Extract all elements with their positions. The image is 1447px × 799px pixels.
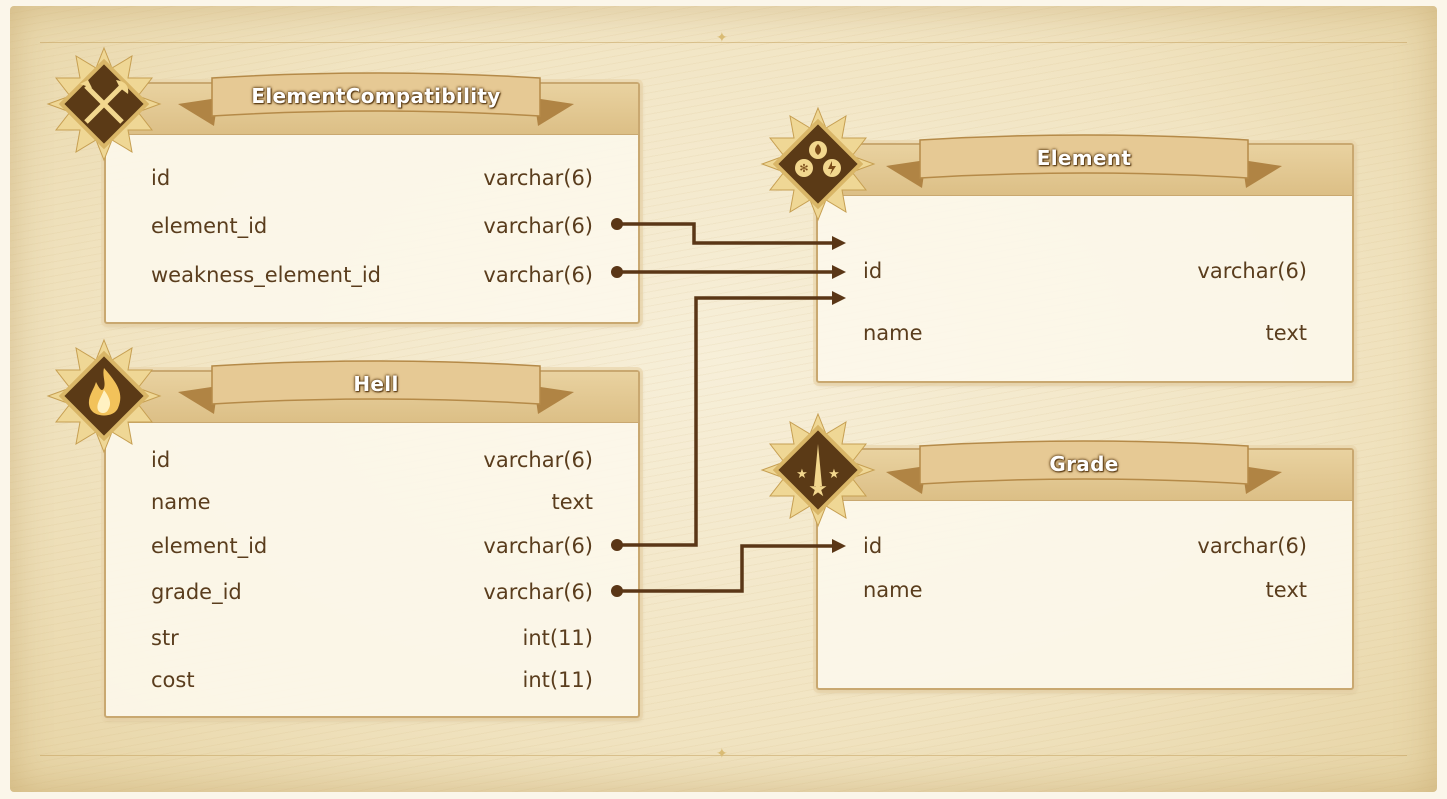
ribbon-element-compatibility: ElementCompatibility bbox=[178, 72, 574, 126]
field-row-element-id[interactable]: element_id varchar(6) bbox=[106, 530, 638, 560]
field-row-grade-id[interactable]: grade_id varchar(6) bbox=[106, 576, 638, 606]
field-type: int(11) bbox=[522, 626, 594, 650]
ribbon-shape bbox=[886, 440, 1282, 494]
field-row-weakness-element-id[interactable]: weakness_element_id varchar(6) bbox=[106, 259, 638, 289]
field-type: varchar(6) bbox=[1197, 534, 1307, 558]
table-title: Hell bbox=[353, 372, 399, 396]
field-row-element-id[interactable]: element_id varchar(6) bbox=[106, 210, 638, 240]
field-name: name bbox=[863, 578, 923, 602]
field-name: id bbox=[151, 448, 171, 472]
field-name: id bbox=[863, 259, 883, 283]
ribbon-grade: Grade bbox=[886, 440, 1282, 494]
svg-text:★: ★ bbox=[828, 467, 840, 482]
field-name: name bbox=[863, 321, 923, 345]
field-row-cost[interactable]: cost int(11) bbox=[106, 664, 638, 694]
field-name: cost bbox=[151, 668, 195, 692]
svg-text:✻: ✻ bbox=[799, 162, 808, 175]
ribbon-hell: Hell bbox=[178, 360, 574, 414]
table-title: Grade bbox=[1049, 452, 1119, 476]
ribbon-element: Element bbox=[886, 134, 1282, 188]
table-title: ElementCompatibility bbox=[251, 84, 501, 108]
table-title: Element bbox=[1036, 146, 1132, 170]
table-hell[interactable]: id varchar(6) name text element_id varch… bbox=[104, 370, 640, 718]
field-type: int(11) bbox=[522, 668, 594, 692]
svg-text:★: ★ bbox=[808, 477, 828, 502]
field-name: str bbox=[151, 626, 179, 650]
field-type: text bbox=[551, 490, 593, 514]
field-type: varchar(6) bbox=[483, 263, 593, 287]
field-name: grade_id bbox=[151, 580, 242, 604]
field-name: id bbox=[151, 166, 171, 190]
bottom-ornament-icon: ✦ bbox=[716, 746, 728, 762]
parchment-inner-frame bbox=[40, 42, 1407, 756]
field-name: name bbox=[151, 490, 211, 514]
field-name: weakness_element_id bbox=[151, 263, 381, 287]
field-type: varchar(6) bbox=[483, 214, 593, 238]
four-elements-icon: ✻ bbox=[760, 106, 876, 222]
field-row-str[interactable]: str int(11) bbox=[106, 622, 638, 652]
field-row-id[interactable]: id varchar(6) bbox=[818, 530, 1352, 560]
field-name: id bbox=[863, 534, 883, 558]
ribbon-shape bbox=[886, 134, 1282, 188]
field-type: text bbox=[1265, 578, 1307, 602]
field-row-name[interactable]: name text bbox=[106, 486, 638, 516]
svg-text:★: ★ bbox=[796, 467, 808, 482]
ribbon-shape bbox=[178, 72, 574, 126]
field-row-name[interactable]: name text bbox=[818, 317, 1352, 347]
field-name: element_id bbox=[151, 214, 268, 238]
field-row-id[interactable]: id varchar(6) bbox=[106, 162, 638, 192]
shooting-stars-icon: ★ ★ ★ bbox=[760, 412, 876, 528]
field-type: varchar(6) bbox=[1197, 259, 1307, 283]
field-name: element_id bbox=[151, 534, 268, 558]
field-type: varchar(6) bbox=[483, 166, 593, 190]
field-row-id[interactable]: id varchar(6) bbox=[818, 255, 1352, 285]
ribbon-shape bbox=[178, 360, 574, 414]
crossed-axe-sword-icon bbox=[46, 46, 162, 162]
field-type: varchar(6) bbox=[483, 580, 593, 604]
top-ornament-icon: ✦ bbox=[716, 30, 728, 46]
field-row-id[interactable]: id varchar(6) bbox=[106, 444, 638, 474]
flame-icon bbox=[46, 338, 162, 454]
field-row-name[interactable]: name text bbox=[818, 574, 1352, 604]
field-type: text bbox=[1265, 321, 1307, 345]
field-type: varchar(6) bbox=[483, 448, 593, 472]
field-type: varchar(6) bbox=[483, 534, 593, 558]
